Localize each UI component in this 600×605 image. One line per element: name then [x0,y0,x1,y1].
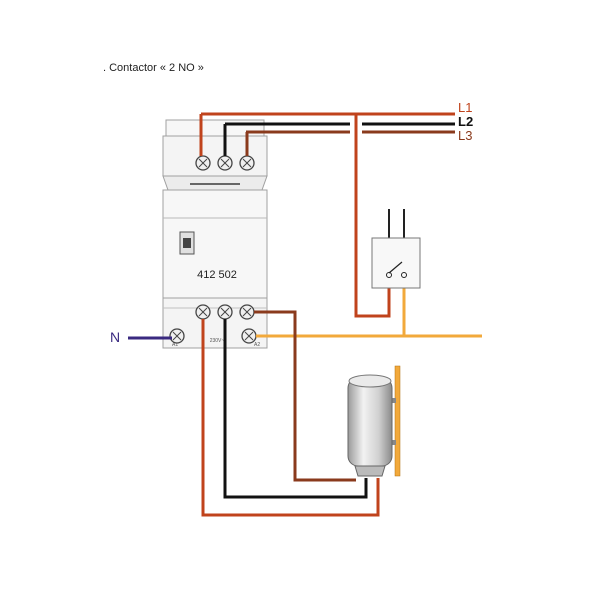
neutral-label: N [110,329,120,345]
line-label-l1: L1 [458,100,472,115]
output-wires [201,310,380,517]
water-heater [347,365,401,477]
contactor-module: 412 502 230V~ A1 A2 [162,119,268,349]
heater-tank [347,377,393,467]
coil-voltage-label: 230V~ [210,338,225,344]
wire-l1-to-switch [354,114,391,318]
manual-selector-knob [183,238,191,248]
terminal-screw-2 [195,304,211,320]
switch-box [371,237,421,289]
top-terminal-block [162,135,268,177]
terminal-screw-3 [217,155,233,171]
wire-terminal-4-to-heater [223,319,368,499]
module-top-cap [165,119,265,137]
input-wires [199,114,249,156]
supply-lines: L1 L2 L3 [201,100,473,143]
diagram-title: . Contactor « 2 NO » [103,62,204,74]
heater-wall-bracket [394,365,401,477]
heater-connection-base [354,465,386,477]
terminal-screw-4 [217,304,233,320]
control-switch [371,209,421,289]
terminal-screw-a1 [169,328,185,344]
neutral: N [110,329,172,345]
terminal-screw-5 [239,155,255,171]
coil-terminal-a2: A2 [254,342,260,348]
wire-terminal-2-to-heater [201,319,380,517]
switch-contact-2 [401,272,407,278]
terminal-screw-6 [239,304,255,320]
line-label-l2: L2 [458,114,473,129]
terminal-screw-1 [195,155,211,171]
contactor-reference: 412 502 [197,269,237,281]
coil-terminal-a1: A1 [172,342,178,348]
heater-tank-top [348,374,392,388]
terminal-screw-a2 [241,328,257,344]
module-front-face [162,189,268,299]
switch-lever [388,261,403,274]
control-circuit [256,114,482,338]
wire-terminal-6-to-heater [254,310,356,482]
line-label-l3: L3 [458,128,472,143]
